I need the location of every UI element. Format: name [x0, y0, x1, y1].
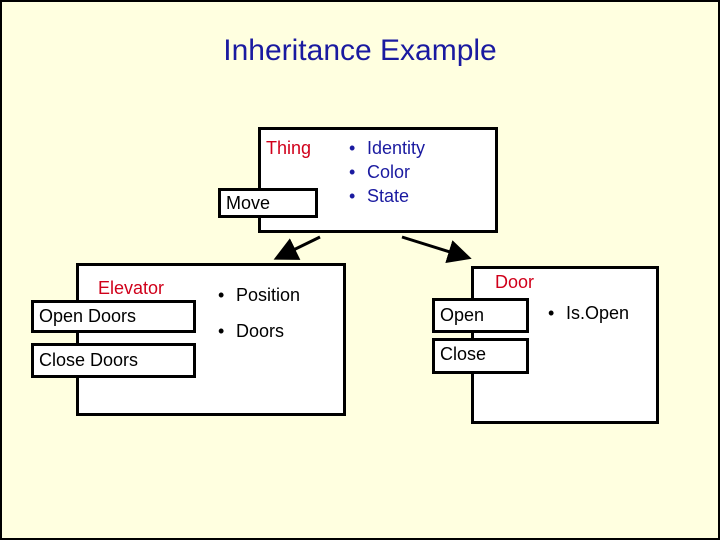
elevator-close-doors-box [31, 343, 196, 378]
elevator-attribute: Position [218, 277, 300, 313]
thing-move-box [218, 188, 318, 218]
elevator-attribute: Doors [218, 313, 300, 349]
door-close-box [432, 338, 529, 374]
elevator-class-name: Elevator [98, 278, 165, 298]
elevator-class-box [76, 263, 346, 416]
slide-title: Inheritance Example [223, 34, 497, 67]
door-class-name: Door [495, 272, 535, 292]
thing-attribute: Identity [349, 136, 425, 160]
door-attributes: Is.Open [548, 301, 629, 325]
elevator-method-open-doors: Open Doors [39, 306, 137, 326]
thing-method-move: Move [226, 193, 271, 213]
door-method-close: Close [440, 344, 487, 364]
elevator-attributes: Position Doors [218, 277, 300, 349]
door-open-box [432, 298, 529, 333]
door-method-open: Open [440, 305, 485, 325]
door-attribute: Is.Open [548, 301, 629, 325]
thing-class-name: Thing [266, 138, 312, 158]
thing-attributes: Identity Color State [349, 136, 425, 208]
thing-attribute: Color [349, 160, 425, 184]
thing-attribute: State [349, 184, 425, 208]
elevator-method-close-doors: Close Doors [39, 350, 139, 370]
elevator-open-doors-box [31, 300, 196, 333]
